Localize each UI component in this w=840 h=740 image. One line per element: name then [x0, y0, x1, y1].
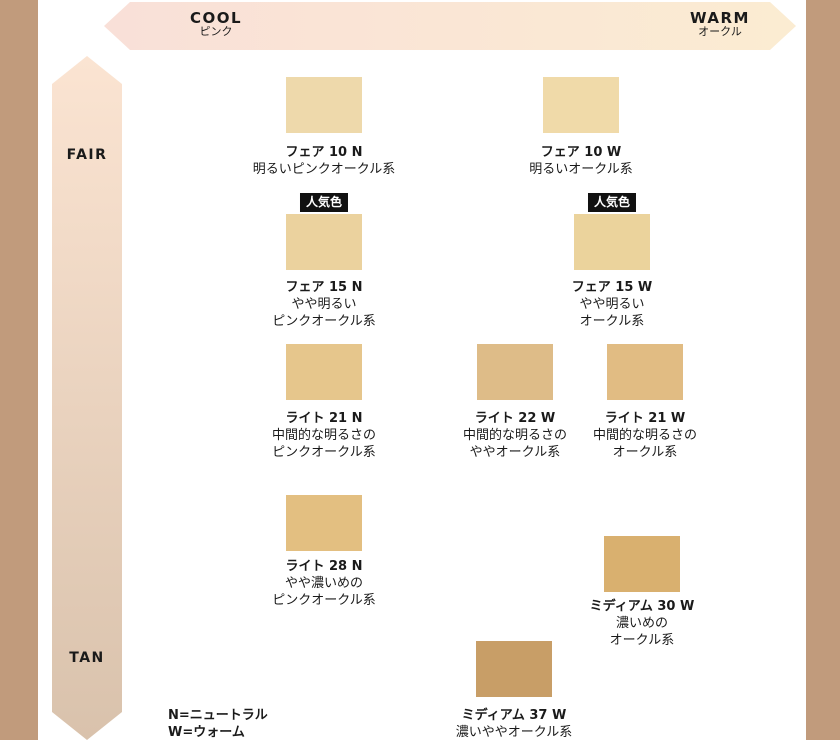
- shade-label: ライト 22 W 中間的な明るさのややオークル系: [463, 410, 567, 461]
- shade-description: やや濃いめの: [284, 576, 363, 591]
- shade-label: フェア 10 N 明るいピンクオークル系: [253, 144, 396, 178]
- shade-swatch: [574, 214, 650, 270]
- shade-name: フェア 15 W: [571, 280, 653, 295]
- cool-main-text: COOL: [189, 9, 243, 27]
- shade-label: ライト 28 N やや濃いめのピンクオークル系: [272, 558, 376, 609]
- shade-description: 明るいオークル系: [529, 162, 633, 177]
- shade-description: ややオークル系: [469, 445, 561, 460]
- cool-sub-text: ピンク: [199, 25, 233, 38]
- shade-name: ミディアム 37 W: [461, 708, 567, 723]
- shade-swatch: [477, 344, 553, 400]
- warm-sub-text: オークル: [698, 25, 742, 38]
- shade-swatch: [607, 344, 683, 400]
- shade-swatch: [476, 641, 552, 697]
- shade-description: 中間的な明るさの: [462, 428, 568, 443]
- popular-badge: 人気色: [299, 193, 349, 212]
- shade-swatch: [543, 77, 619, 133]
- legend-warm: W=ウォーム: [168, 725, 245, 740]
- right-side-panel: [806, 0, 840, 740]
- shade-swatch: [604, 536, 680, 592]
- shade-swatch: [286, 214, 362, 270]
- fair-label: FAIR: [66, 147, 108, 163]
- shade-description: 明るいピンクオークル系: [252, 162, 396, 177]
- shade-description: 濃いややオークル系: [455, 725, 573, 740]
- shade-description: ピンクオークル系: [272, 593, 376, 608]
- shade-description: やや明るい: [291, 297, 357, 312]
- shade-swatch: [286, 344, 362, 400]
- shade-description: オークル系: [579, 314, 645, 329]
- shade-label: ミディアム 37 W 濃いややオークル系: [456, 707, 573, 740]
- shade-description: オークル系: [612, 445, 678, 460]
- shade-label: フェア 15 W やや明るいオークル系: [572, 279, 652, 330]
- shade-swatch: [286, 495, 362, 551]
- shade-name: フェア 10 W: [540, 145, 622, 160]
- warm-label: WARM オークル: [686, 10, 754, 38]
- shade-description: 中間的な明るさの: [592, 428, 698, 443]
- shade-description: 濃いめの: [615, 616, 669, 631]
- legend: N=ニュートラル W=ウォーム: [168, 707, 268, 740]
- shade-name: フェア 10 N: [285, 145, 363, 160]
- shade-name: ライト 21 N: [285, 411, 363, 426]
- shade-name: ライト 21 W: [604, 411, 686, 426]
- shade-label: フェア 10 W 明るいオークル系: [529, 144, 633, 178]
- shade-label: ライト 21 W 中間的な明るさのオークル系: [593, 410, 697, 461]
- shade-name: ライト 22 W: [474, 411, 556, 426]
- shade-label: フェア 15 N やや明るいピンクオークル系: [272, 279, 376, 330]
- popular-badge: 人気色: [587, 193, 637, 212]
- fair-tan-arrow: [52, 56, 122, 740]
- shade-name: フェア 15 N: [285, 280, 363, 295]
- warm-main-text: WARM: [690, 9, 750, 27]
- shade-description: ピンクオークル系: [272, 445, 376, 460]
- shade-swatch: [286, 77, 362, 133]
- shade-name: ミディアム 30 W: [589, 599, 695, 614]
- shade-description: ピンクオークル系: [272, 314, 376, 329]
- shade-description: 中間的な明るさの: [271, 428, 377, 443]
- cool-label: COOL ピンク: [186, 10, 246, 38]
- shade-label: ライト 21 N 中間的な明るさのピンクオークル系: [272, 410, 376, 461]
- legend-neutral: N=ニュートラル: [168, 708, 268, 723]
- shade-description: オークル系: [609, 633, 675, 648]
- cool-warm-arrow: [104, 2, 796, 50]
- shade-name: ライト 28 N: [285, 559, 363, 574]
- shade-description: やや明るい: [579, 297, 645, 312]
- tan-label: TAN: [69, 650, 105, 666]
- shade-label: ミディアム 30 W 濃いめのオークル系: [590, 598, 695, 649]
- left-side-panel: [0, 0, 38, 740]
